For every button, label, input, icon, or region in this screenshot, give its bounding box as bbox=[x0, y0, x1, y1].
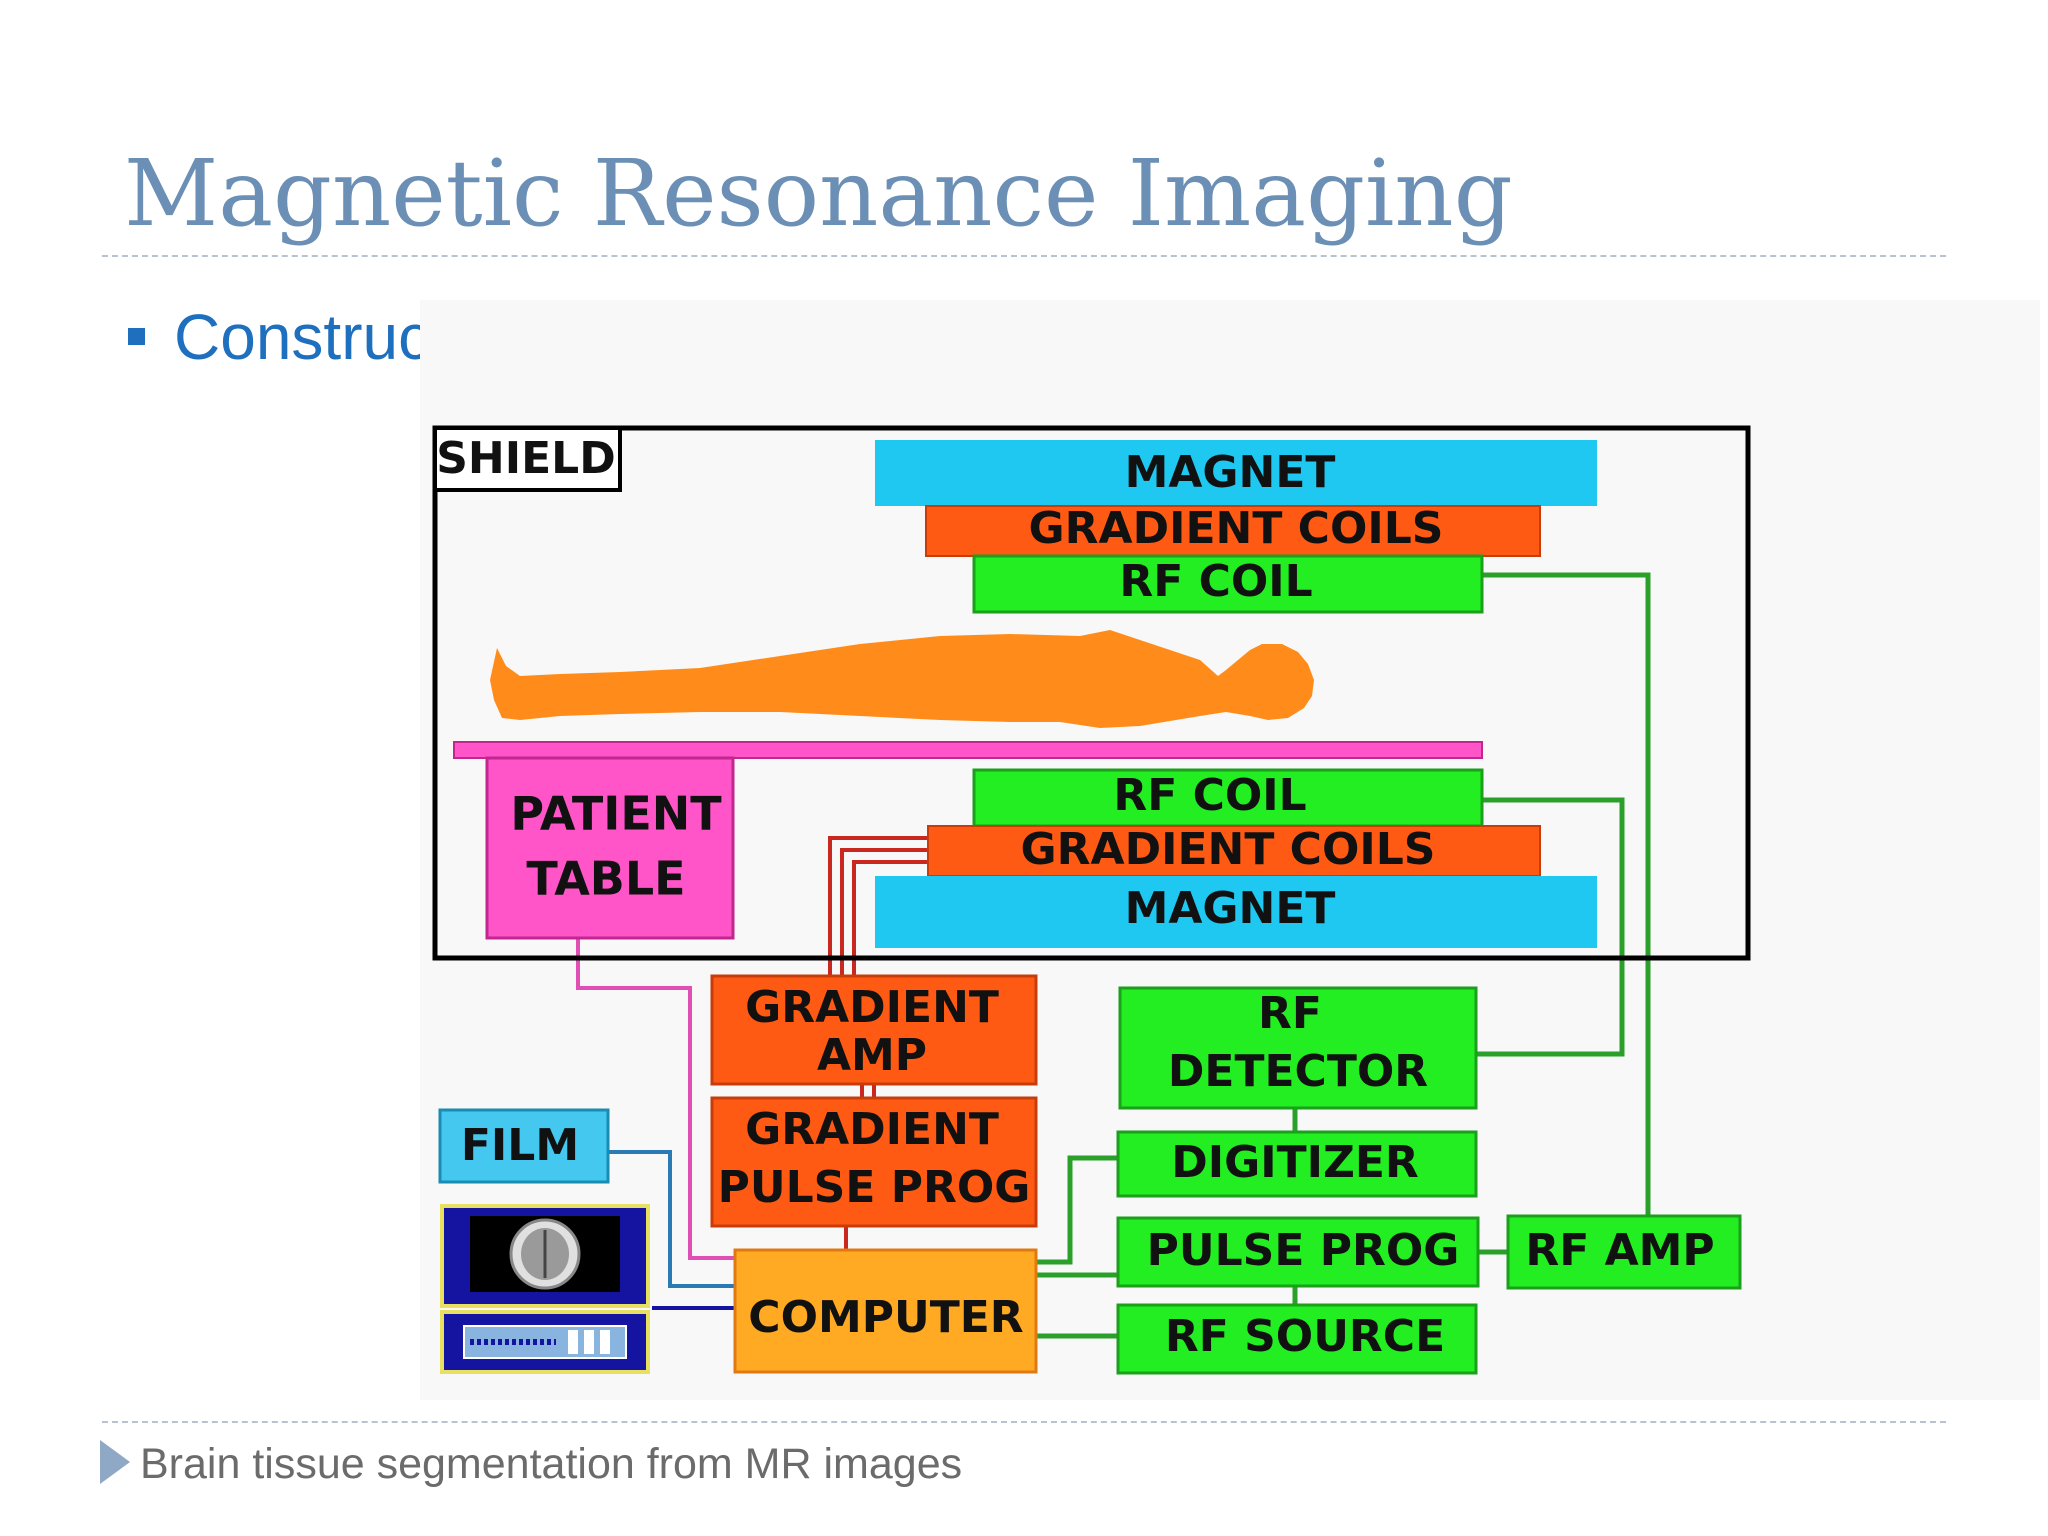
rf-detector bbox=[1118, 986, 1478, 1110]
gradient-coils-bottom bbox=[927, 825, 1541, 877]
rf-amp bbox=[1506, 1214, 1742, 1290]
film-label: FILM bbox=[461, 1120, 579, 1171]
keyboard-icon bbox=[440, 1310, 650, 1374]
patient-table-label-line-2: TABLE bbox=[526, 852, 685, 906]
rf-detector-label-line-1: RF bbox=[1258, 988, 1322, 1039]
gradient-coils-bottom-label: GRADIENT COILS bbox=[1021, 824, 1436, 875]
bullet-square-icon bbox=[128, 328, 145, 345]
rf-coil-top-label: RF COIL bbox=[1119, 556, 1312, 607]
rf-source-label: RF SOURCE bbox=[1165, 1311, 1445, 1362]
rf-detector-label-line-2: DETECTOR bbox=[1168, 1046, 1428, 1097]
patient-table bbox=[485, 756, 735, 940]
wire-gradient-coils-to-gradient-amp-3 bbox=[852, 860, 928, 976]
shield-label: SHIELD bbox=[436, 433, 616, 484]
digitizer-label: DIGITIZER bbox=[1171, 1137, 1419, 1188]
magnet-top bbox=[875, 440, 1597, 506]
monitor-icon bbox=[440, 1204, 650, 1308]
gradient-pulse-prog-label-line-1: GRADIENT bbox=[745, 1104, 999, 1155]
rf-source bbox=[1116, 1303, 1478, 1375]
computer-label: COMPUTER bbox=[748, 1292, 1023, 1343]
computer bbox=[733, 1248, 1038, 1374]
wire-patient-table-to-computer bbox=[576, 938, 735, 1260]
pulse-prog bbox=[1116, 1216, 1480, 1288]
pulse-prog-label: PULSE PROG bbox=[1147, 1225, 1460, 1276]
wire-digitizer-to-computer bbox=[1036, 1155, 1118, 1265]
rf-coil-top bbox=[972, 554, 1484, 614]
wire-rf-coil-bottom-to-rf-detector bbox=[1476, 797, 1625, 1057]
digitizer bbox=[1116, 1130, 1478, 1198]
gradient-amp-label-line-2: AMP bbox=[817, 1030, 927, 1081]
slide-title: Magnetic Resonance Imaging bbox=[124, 140, 1513, 247]
patient-table-label-line-1: PATIENT bbox=[510, 787, 722, 841]
gradient-amp bbox=[710, 974, 1038, 1086]
patient-table-top bbox=[453, 741, 1483, 759]
magnet-bottom-label: MAGNET bbox=[1125, 883, 1336, 934]
rf-coil-bottom-label: RF COIL bbox=[1113, 770, 1306, 821]
magnet-bottom bbox=[875, 876, 1597, 948]
wire-gradient-coils-to-gradient-amp-2 bbox=[840, 848, 928, 976]
shield-label-box bbox=[433, 426, 622, 492]
gradient-pulse-prog-label-line-2: PULSE PROG bbox=[718, 1162, 1031, 1213]
gradient-pulse-prog bbox=[710, 1096, 1038, 1228]
film bbox=[438, 1108, 610, 1184]
wire-rf-coil-top-to-rf-amp bbox=[1482, 572, 1651, 1252]
footer-arrow-icon bbox=[100, 1440, 130, 1484]
rf-coil-bottom bbox=[972, 768, 1484, 828]
title-divider bbox=[102, 255, 1946, 257]
wire-gradient-coils-to-gradient-amp-1 bbox=[828, 836, 928, 976]
gradient-amp-label-line-1: GRADIENT bbox=[745, 982, 999, 1033]
patient-body bbox=[490, 630, 1314, 728]
footer-text: Brain tissue segmentation from MR images bbox=[140, 1440, 963, 1488]
rf-amp-label: RF AMP bbox=[1525, 1225, 1714, 1276]
wire-film-to-computer bbox=[608, 1150, 735, 1288]
shield-enclosure bbox=[432, 425, 1751, 961]
magnet-top-label: MAGNET bbox=[1125, 447, 1336, 498]
footer-divider bbox=[102, 1421, 1946, 1423]
gradient-coils-top-label: GRADIENT COILS bbox=[1029, 503, 1444, 554]
